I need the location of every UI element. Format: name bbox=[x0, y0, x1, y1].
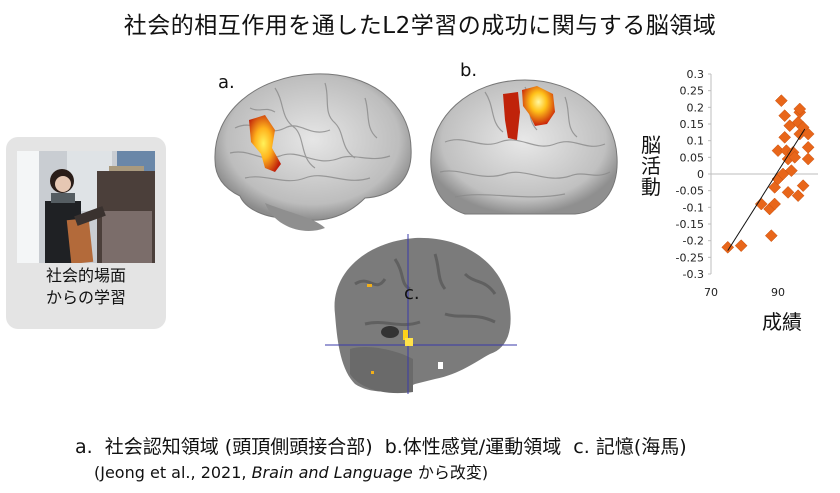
social-scene-photo bbox=[17, 151, 155, 263]
slide-title: 社会的相互作用を通したL2学習の成功に関与する脳領域 bbox=[123, 13, 717, 39]
svg-text:0.1: 0.1 bbox=[687, 135, 705, 148]
x-axis-label: 成績 bbox=[762, 310, 802, 334]
svg-text:0.25: 0.25 bbox=[680, 85, 705, 98]
region-legend: a. 社会認知領域 (頭頂側頭接合部) b.体性感覚/運動領域 c. 記憶(海馬… bbox=[75, 436, 687, 458]
brain-lateral-a bbox=[205, 68, 423, 242]
svg-text:0.2: 0.2 bbox=[687, 101, 705, 114]
citation: (Jeong et al., 2021, Brain and Language … bbox=[94, 463, 489, 482]
svg-text:90: 90 bbox=[771, 286, 785, 299]
svg-text:0.05: 0.05 bbox=[680, 151, 705, 164]
brain-sagittal-c bbox=[325, 234, 517, 403]
label-c: c. bbox=[404, 283, 420, 304]
label-a: a. bbox=[218, 72, 235, 93]
svg-text:-0.25: -0.25 bbox=[676, 251, 704, 264]
svg-text:-0.3: -0.3 bbox=[683, 268, 704, 281]
svg-text:-0.15: -0.15 bbox=[676, 218, 704, 231]
label-b: b. bbox=[460, 60, 478, 81]
svg-text:-0.2: -0.2 bbox=[683, 235, 704, 248]
photo-caption: 社会的場面 からの学習 bbox=[45, 266, 126, 307]
svg-text:70: 70 bbox=[704, 286, 718, 299]
svg-text:0.3: 0.3 bbox=[687, 68, 705, 81]
y-axis-label: 脳活動 bbox=[641, 133, 661, 199]
scatter-plot: 0.3 0.25 0.2 0.15 0.1 0.05 0 -0.05 -0.1 -0.15 -0.2… bbox=[640, 60, 840, 340]
svg-text:0.15: 0.15 bbox=[680, 118, 705, 131]
journal-name: Brain and Language bbox=[251, 463, 413, 482]
svg-text:-0.1: -0.1 bbox=[683, 201, 704, 214]
social-learning-card: 社会的場面 からの学習 bbox=[6, 137, 166, 329]
brain-lateral-b bbox=[425, 72, 623, 226]
svg-text:-0.05: -0.05 bbox=[676, 185, 704, 198]
svg-text:0: 0 bbox=[697, 168, 704, 181]
